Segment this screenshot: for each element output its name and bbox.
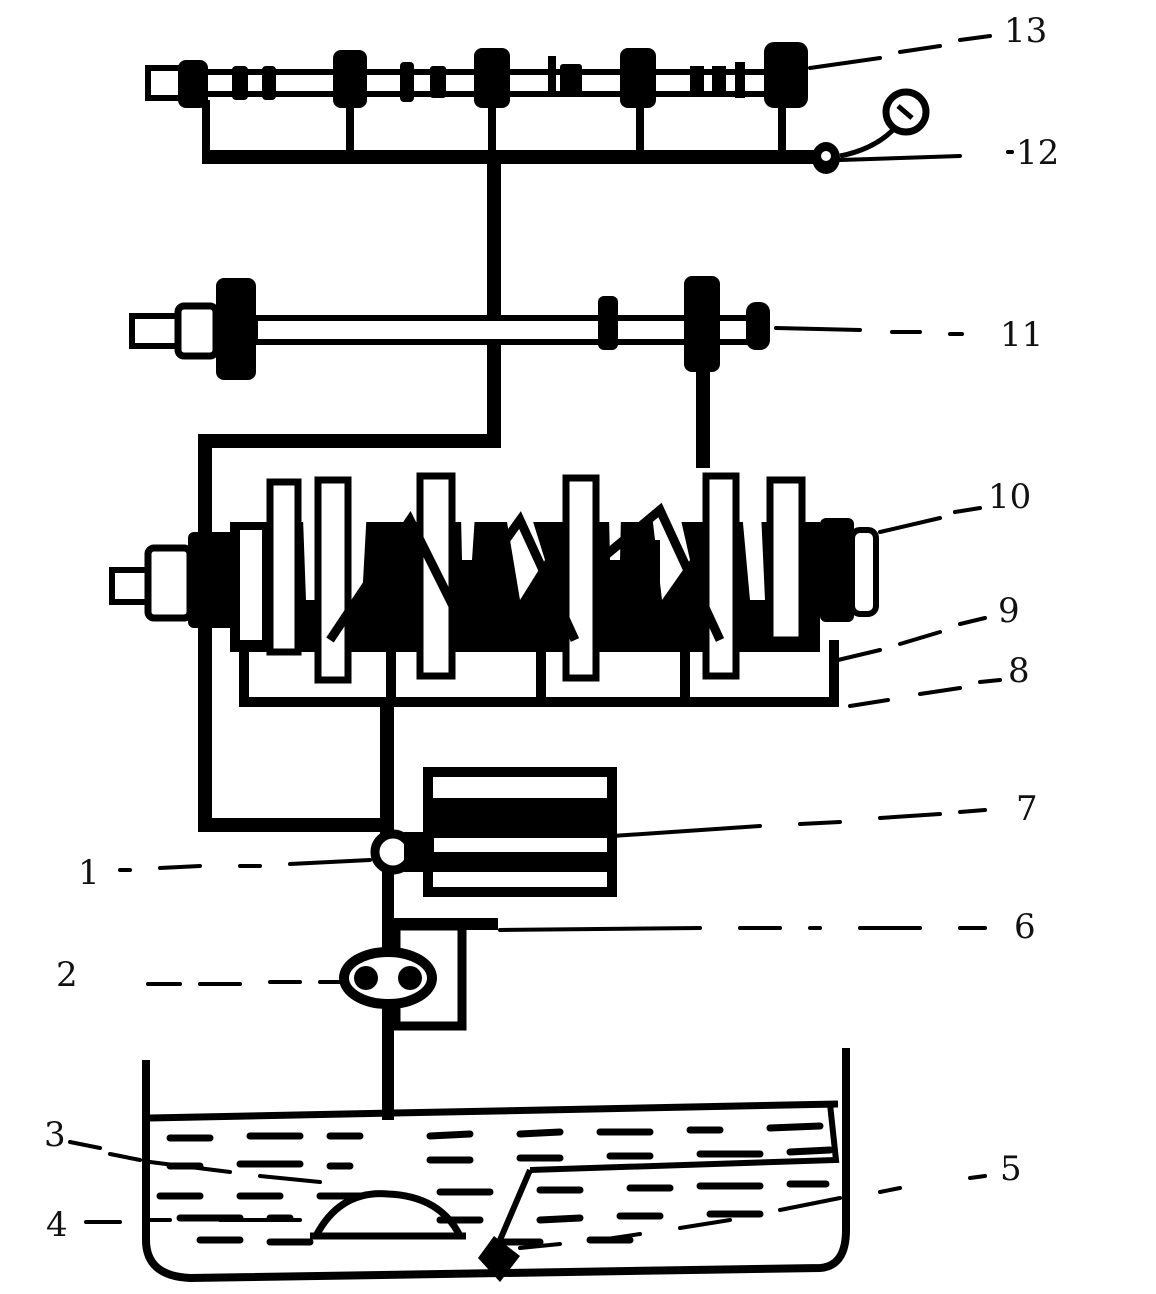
oil-sump bbox=[142, 1048, 850, 1283]
oil-strainer bbox=[310, 1190, 466, 1240]
label-7: 7 bbox=[1016, 789, 1038, 829]
rocker-shaft bbox=[129, 276, 770, 468]
label-1: 1 bbox=[78, 853, 100, 893]
label-3: 3 bbox=[44, 1115, 66, 1155]
label-5: 5 bbox=[1000, 1149, 1022, 1189]
leader-lines bbox=[68, 34, 1014, 1250]
label-9: 9 bbox=[998, 591, 1020, 631]
label-6: 6 bbox=[1014, 907, 1036, 947]
label-10: 10 bbox=[988, 477, 1032, 517]
label-4: 4 bbox=[46, 1205, 68, 1245]
drain-plug bbox=[478, 1168, 533, 1282]
label-11: 11 bbox=[1000, 315, 1044, 355]
pressure-gauge bbox=[812, 88, 930, 174]
oil-main-feed-pipe bbox=[380, 702, 394, 842]
oil-branch-pipe bbox=[198, 434, 501, 448]
label-8: 8 bbox=[1008, 651, 1030, 691]
oil-lower-pipe bbox=[198, 818, 388, 832]
oil-filter bbox=[423, 767, 617, 897]
oil-left-pipe bbox=[198, 434, 212, 832]
camshaft bbox=[145, 42, 818, 164]
label-12: 12 bbox=[1016, 133, 1060, 173]
relief-valve bbox=[370, 829, 434, 875]
label-2: 2 bbox=[56, 955, 78, 995]
oil-pump bbox=[339, 947, 437, 1009]
label-13: 13 bbox=[1004, 11, 1048, 51]
crankshaft bbox=[109, 470, 879, 684]
main-bearings bbox=[239, 626, 839, 707]
oil-riser-pipe bbox=[487, 164, 501, 446]
